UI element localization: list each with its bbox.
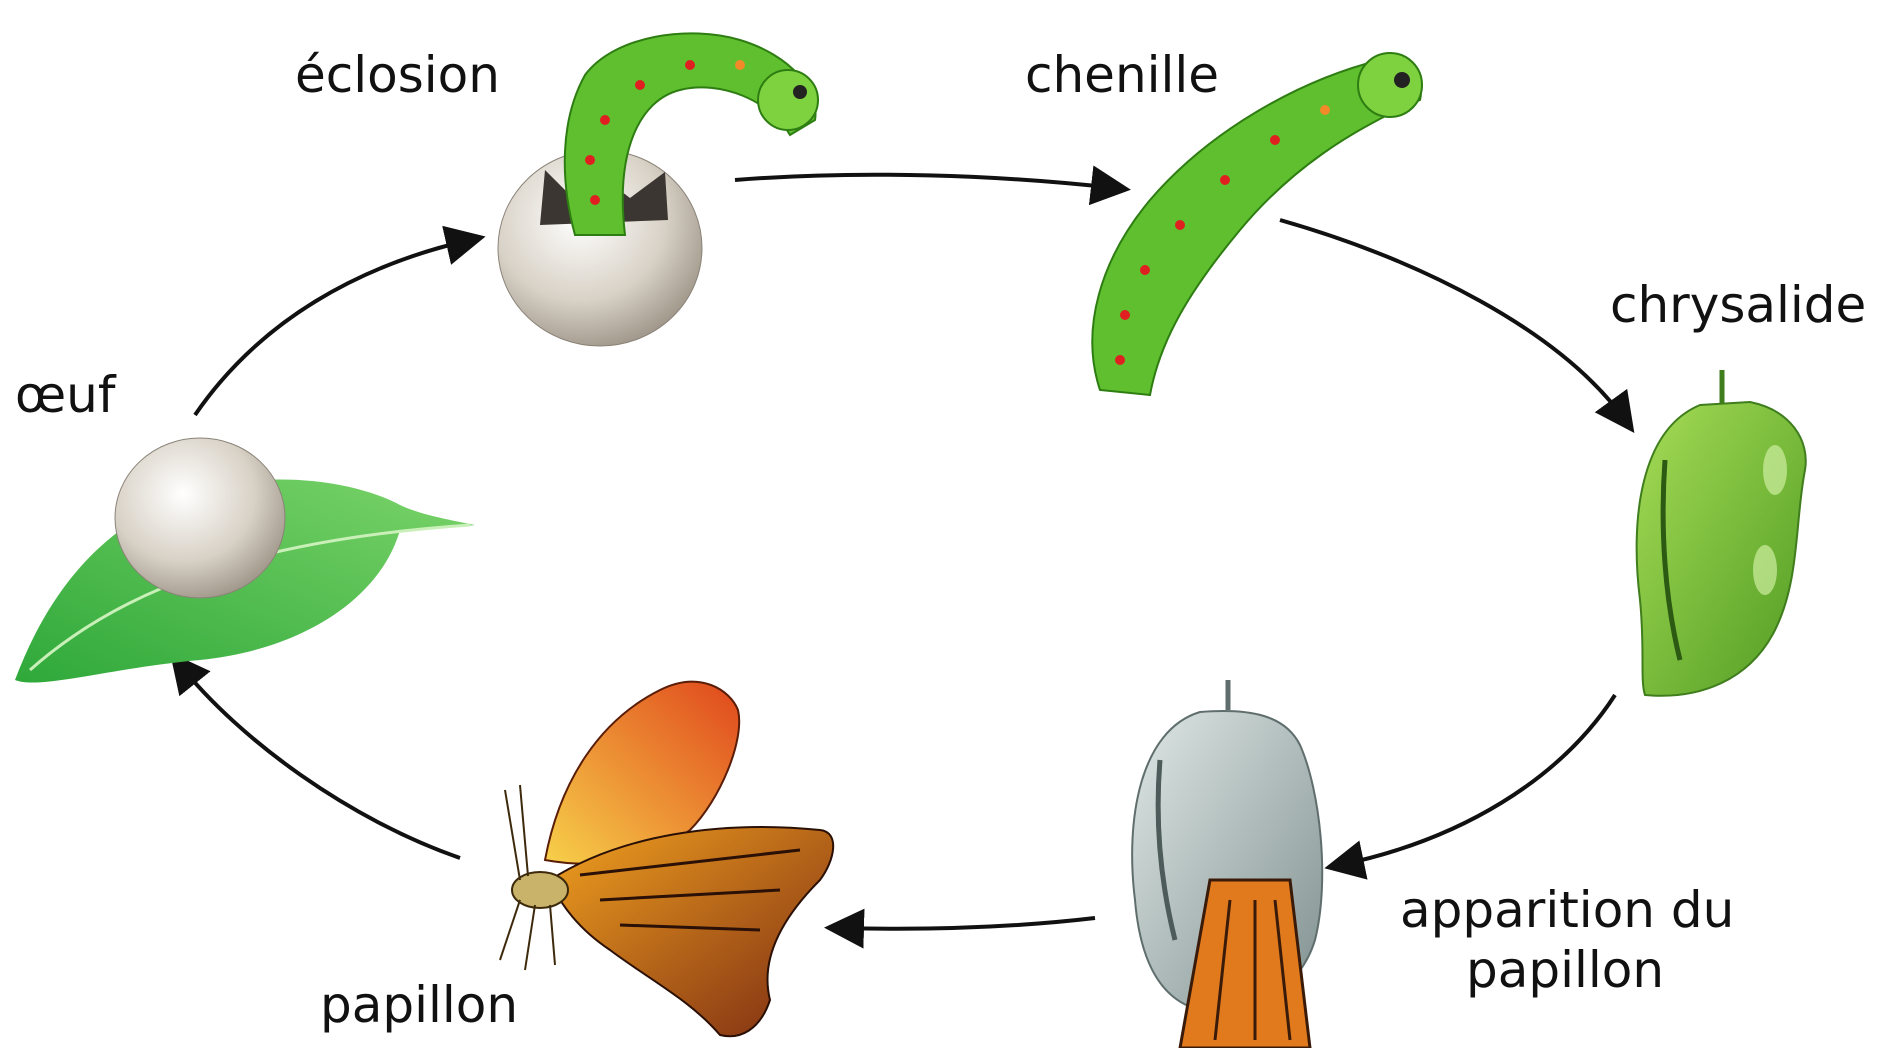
label-hatching: éclosion xyxy=(295,45,500,105)
label-caterpillar: chenille xyxy=(1025,45,1219,105)
label-emergence-line1: apparition du xyxy=(1400,880,1730,940)
emerging-chrysalis-icon xyxy=(1132,680,1322,1048)
arrow-emergence-to-butterfly xyxy=(840,918,1095,929)
arrow-butterfly-to-egg xyxy=(180,665,460,858)
label-egg: œuf xyxy=(15,365,115,425)
label-emergence-line2: papillon xyxy=(1400,940,1730,1000)
green-chrysalis-icon xyxy=(1637,370,1806,696)
label-chrysalis: chrysalide xyxy=(1610,275,1866,335)
hatching-egg-icon xyxy=(498,33,818,346)
label-emergence: apparition du papillon xyxy=(1400,880,1730,1000)
arrow-hatching-to-caterpillar xyxy=(735,175,1115,188)
arrow-caterpillar-to-chrysalis xyxy=(1280,220,1625,420)
arrow-egg-to-hatching xyxy=(195,240,470,415)
label-butterfly: papillon xyxy=(320,975,518,1035)
arrow-chrysalis-to-emergence xyxy=(1340,695,1615,865)
butterfly-icon xyxy=(500,682,833,1037)
leaf-with-egg-icon xyxy=(15,438,475,683)
cycle-arrows xyxy=(180,175,1625,929)
